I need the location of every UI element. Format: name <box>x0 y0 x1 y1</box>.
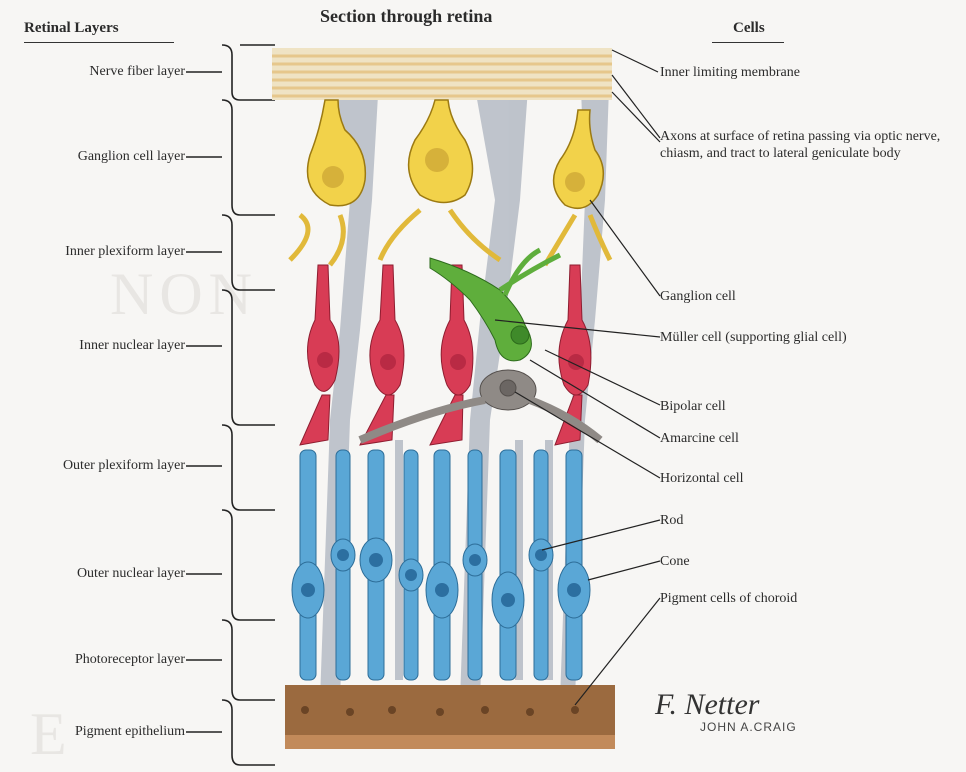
signature-script: F. Netter <box>655 688 759 722</box>
layer-label-pigment-epithelium: Pigment epithelium <box>0 724 185 740</box>
cell-label-axons: Axons at surface of retina passing via o… <box>660 128 955 162</box>
pigment-epithelium <box>285 685 615 749</box>
cell-label-amacrine: Amarcine cell <box>660 430 739 447</box>
cell-label-ganglion: Ganglion cell <box>660 288 736 305</box>
cell-label-inner-limiting-membrane: Inner limiting membrane <box>660 64 800 81</box>
layer-label-inner-nuclear: Inner nuclear layer <box>0 338 185 354</box>
layer-label-nerve-fiber: Nerve fiber layer <box>0 64 185 80</box>
photoreceptors <box>292 450 590 680</box>
axon-bundle <box>272 48 612 100</box>
cell-label-rod: Rod <box>660 512 683 529</box>
cell-label-pigment-cells: Pigment cells of choroid <box>660 590 797 607</box>
layer-label-inner-plexiform: Inner plexiform layer <box>0 244 185 260</box>
cell-label-horizontal: Horizontal cell <box>660 470 744 487</box>
layer-label-ganglion: Ganglion cell layer <box>0 149 185 165</box>
layer-label-outer-nuclear: Outer nuclear layer <box>0 566 185 582</box>
cell-label-bipolar: Bipolar cell <box>660 398 726 415</box>
cell-label-muller: Müller cell (supporting glial cell) <box>660 329 847 346</box>
cell-label-cone: Cone <box>660 553 690 570</box>
layer-label-outer-plexiform: Outer plexiform layer <box>0 458 185 474</box>
signature-text: JOHN A.CRAIG <box>700 720 797 734</box>
layer-label-photoreceptor: Photoreceptor layer <box>0 652 185 668</box>
layer-brackets <box>186 45 275 765</box>
